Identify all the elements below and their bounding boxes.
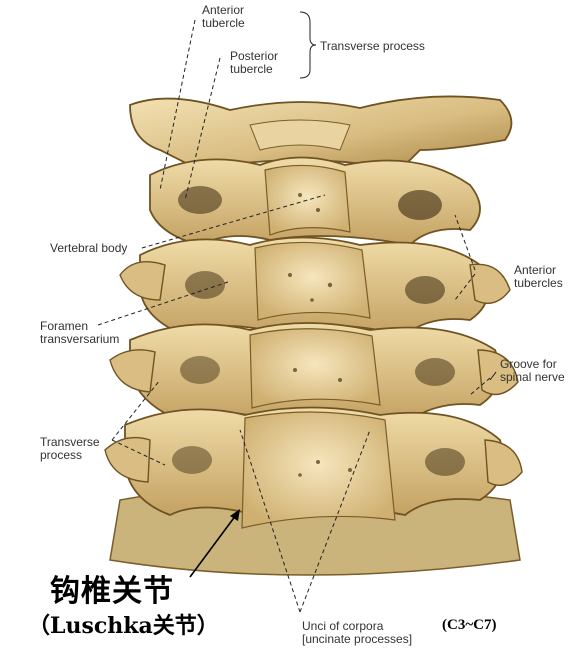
foramen-transversarium-label: Foramen transversarium bbox=[40, 320, 119, 346]
anterior-tubercle-label: Anterior tubercle bbox=[202, 4, 245, 30]
groove-spinal-nerve-label: Groove for spinal nerve bbox=[500, 358, 565, 384]
anterior-tubercle-line1: Anterior bbox=[202, 3, 245, 17]
unci-label: Unci of corpora [uncinate processes] bbox=[302, 620, 412, 646]
anterior-tubercles-line2: tubercles bbox=[514, 276, 563, 290]
anterior-tubercle-line2: tubercle bbox=[202, 16, 245, 30]
foramen-line2: transversarium bbox=[40, 332, 120, 346]
transverse-left-line2: process bbox=[40, 448, 83, 462]
anterior-tubercles-line1: Anterior bbox=[514, 263, 557, 277]
groove-line1: Groove for bbox=[500, 357, 557, 371]
luschka-joint-subtitle: （Luschka关节） bbox=[28, 613, 219, 639]
transverse-process-top-label: Transverse process bbox=[320, 39, 425, 53]
vertebral-body-label: Vertebral body bbox=[50, 241, 128, 255]
vertebra-range-label: (C3~C7) bbox=[442, 617, 497, 633]
posterior-tubercle-line1: Posterior bbox=[230, 49, 279, 63]
posterior-tubercle-line2: tubercle bbox=[230, 62, 273, 76]
transverse-left-line1: Transverse bbox=[40, 435, 100, 449]
luschka-joint-title: 钩椎关节 bbox=[50, 574, 174, 609]
anterior-tubercles-label: Anterior tubercles bbox=[514, 264, 563, 290]
unci-line2: [uncinate processes] bbox=[302, 632, 413, 646]
groove-line2: spinal nerve bbox=[500, 370, 565, 384]
transverse-process-brace bbox=[299, 11, 317, 79]
unci-line1: Unci of corpora bbox=[302, 619, 384, 633]
transverse-process-left-label: Transverse process bbox=[40, 436, 100, 462]
foramen-line1: Foramen bbox=[40, 319, 89, 333]
posterior-tubercle-label: Posterior tubercle bbox=[230, 50, 278, 76]
